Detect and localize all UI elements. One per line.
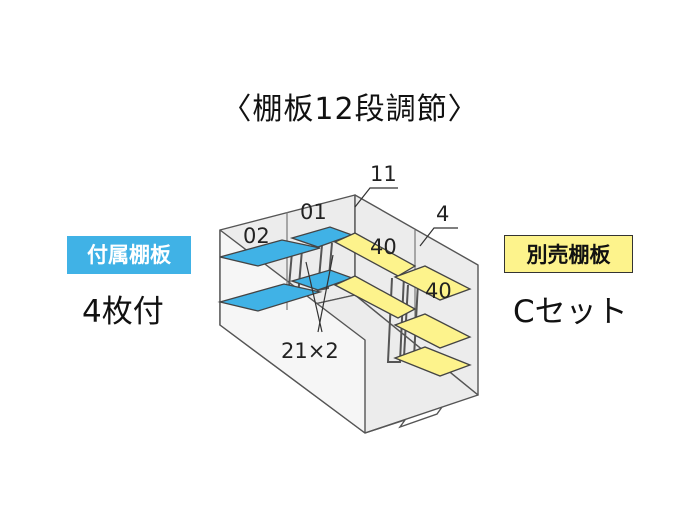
leader-lines <box>305 187 458 333</box>
blue-shelf-lower-left <box>217 283 323 312</box>
leader-4 <box>419 227 458 247</box>
yellow-shelf-5 <box>393 346 472 377</box>
label-01: 01 <box>300 200 327 224</box>
optional-shelves-badge: 別売棚板 <box>504 235 633 273</box>
label-11: 11 <box>370 162 397 186</box>
door-opening <box>364 406 443 434</box>
label-40-upper: 40 <box>370 235 397 259</box>
included-shelves-badge: 付属棚板 <box>67 236 191 274</box>
diagram-title: 〈棚板12段調節〉 <box>221 92 479 127</box>
yellow-shelf-4 <box>393 313 472 349</box>
label-21x2: 21×2 <box>281 339 339 363</box>
leader-21x2-b <box>305 261 323 333</box>
yellow-shelf-2 <box>333 275 417 319</box>
label-02: 02 <box>243 224 270 248</box>
yellow-shelf-1 <box>333 232 417 277</box>
optional-shelves <box>333 232 472 377</box>
included-shelves-count: 4枚付 <box>82 294 164 330</box>
blue-shelf-upper-left <box>219 239 321 267</box>
included-shelves <box>217 226 354 312</box>
label-4: 4 <box>436 202 449 226</box>
label-40-lower: 40 <box>425 279 452 303</box>
optional-shelves-set: Cセット <box>513 294 628 330</box>
leader-21x2-a <box>317 254 334 333</box>
yellow-shelf-3 <box>393 265 472 301</box>
leader-11 <box>354 187 398 208</box>
